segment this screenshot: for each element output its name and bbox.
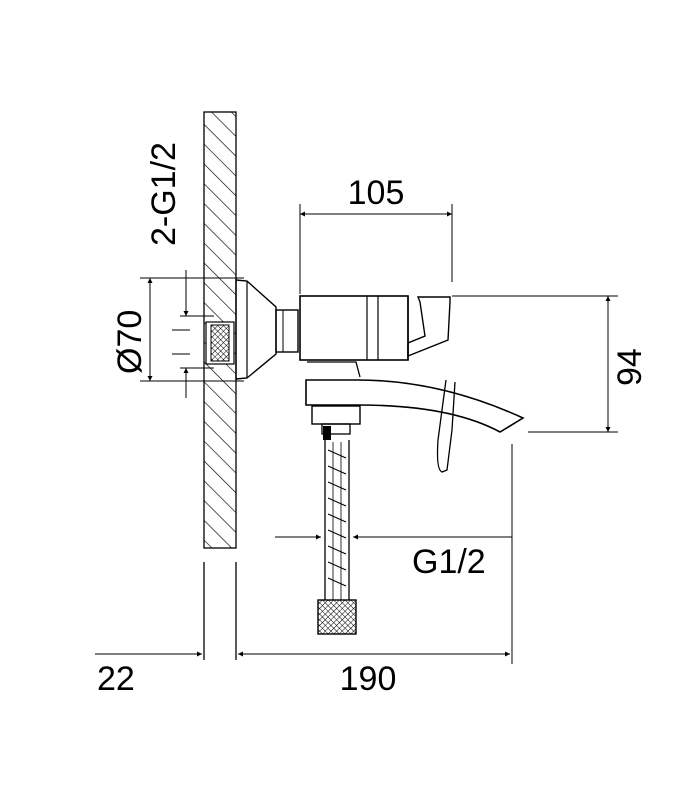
connector-nut xyxy=(275,309,299,353)
dim-hose-thread: G1/2 xyxy=(275,534,512,581)
shower-hose xyxy=(317,440,357,635)
dim-height: 94 xyxy=(452,295,649,433)
lever-handle xyxy=(407,296,456,473)
centre-lines xyxy=(172,329,190,355)
mixer-body xyxy=(299,295,409,361)
wall-section xyxy=(203,111,237,660)
total-projection-label: 190 xyxy=(340,660,397,698)
dim-total-projection: 190 xyxy=(238,444,513,698)
flange-diameter-label: Ø70 xyxy=(111,310,149,374)
thread-pair-label: 2-G1/2 xyxy=(145,142,183,246)
dim-thread-pair: 2-G1/2 xyxy=(145,142,214,398)
spout xyxy=(305,361,525,440)
wall-flange xyxy=(235,278,277,380)
height-label: 94 xyxy=(611,348,649,386)
dim-flange-diameter: Ø70 xyxy=(111,277,244,382)
hose-thread-label: G1/2 xyxy=(412,543,486,581)
dim-body-length: 105 xyxy=(299,174,453,294)
wall-thickness-label: 22 xyxy=(97,660,135,698)
dim-wall-thickness: 22 xyxy=(95,651,202,698)
body-length-label: 105 xyxy=(348,174,405,212)
